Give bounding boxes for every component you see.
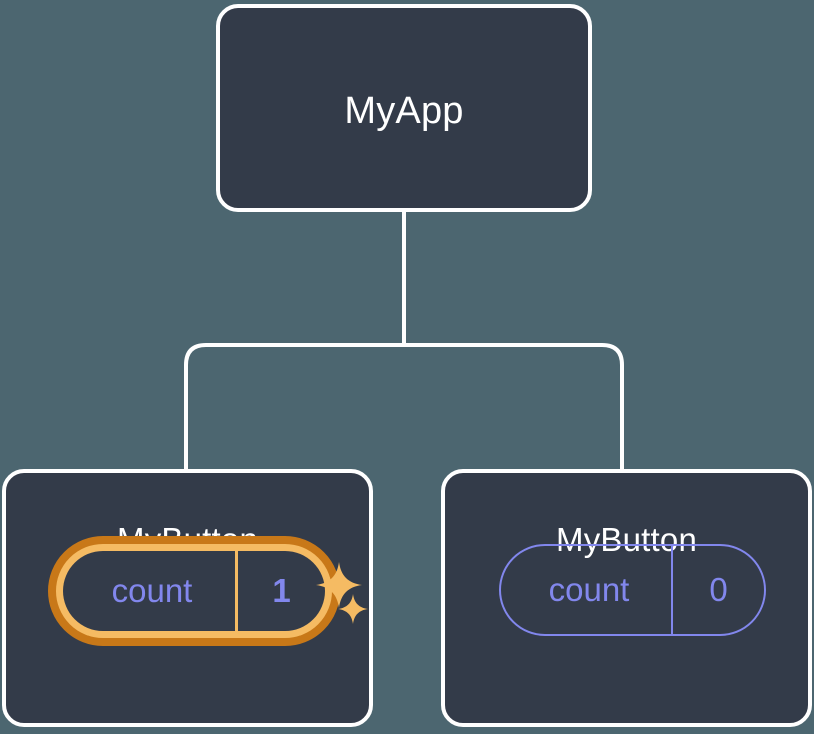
state-pill-key: count xyxy=(548,571,630,608)
state-pill-value: 0 xyxy=(671,546,764,634)
state-pill-count-updated[interactable]: count 1 xyxy=(48,536,340,646)
state-pill-inner: count 1 xyxy=(63,551,325,631)
component-node-title: MyButton xyxy=(556,521,697,558)
state-pill-count[interactable]: count 0 xyxy=(499,544,766,636)
state-pill-key: count xyxy=(111,572,193,609)
state-pill-value: 1 xyxy=(235,551,325,631)
component-node-mybutton-left[interactable]: MyButton count 1 xyxy=(2,469,373,727)
component-node-myapp[interactable]: MyApp xyxy=(216,4,592,212)
component-node-mybutton-right[interactable]: MyButton count 0 xyxy=(441,469,812,727)
connector-child-bus xyxy=(184,343,624,469)
component-node-title: MyApp xyxy=(344,90,464,132)
